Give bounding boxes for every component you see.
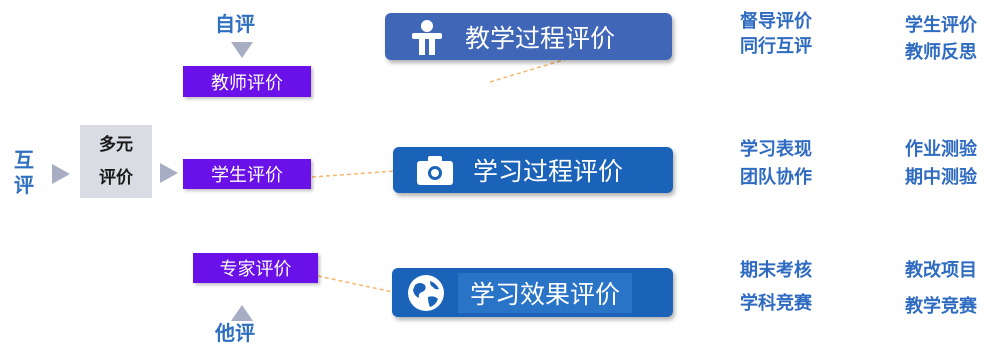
item-learning-performance: 学习表现 [740, 139, 812, 160]
item-peer-review: 同行互评 [740, 36, 812, 57]
item-subject-competition: 学科竞赛 [740, 293, 812, 314]
learning-process-box: 学习过程评价 [393, 147, 673, 193]
expert-eval-box: 专家评价 [193, 253, 318, 283]
camera-icon [413, 150, 457, 190]
item-team-collaboration: 团队协作 [740, 167, 812, 188]
item-teaching-competition: 教学竞赛 [905, 296, 977, 317]
teacher-icon [405, 17, 449, 57]
other-eval-label: 他评 [215, 321, 255, 345]
learning-process-title: 学习过程评价 [473, 157, 624, 186]
connector-expert [317, 275, 394, 293]
item-supervisor-eval: 督导评价 [740, 11, 812, 32]
arrow-up-icon [231, 305, 253, 321]
learning-result-box: 学习效果评价 [392, 268, 673, 317]
multi-eval-line1: 多元 [99, 135, 133, 156]
connector-student [311, 170, 396, 178]
arrow-right-icon-2 [160, 163, 178, 183]
item-student-eval: 学生评价 [905, 15, 977, 36]
arrow-right-icon [52, 164, 70, 184]
item-teacher-reflection: 教师反思 [905, 42, 977, 63]
globe-icon [404, 273, 448, 313]
teacher-eval-box: 教师评价 [183, 66, 311, 97]
item-midterm-test: 期中测验 [905, 167, 977, 188]
teacher-eval-label: 教师评价 [211, 72, 283, 94]
arrow-down-icon [231, 42, 253, 58]
item-homework-quiz: 作业测验 [905, 139, 977, 160]
multi-eval-line2: 评价 [99, 167, 133, 188]
item-reform-project: 教改项目 [905, 260, 977, 281]
expert-eval-label: 专家评价 [219, 259, 292, 280]
student-eval-label: 学生评价 [211, 165, 283, 186]
multi-eval-box: 多元 评价 [80, 125, 152, 198]
learning-result-title: 学习效果评价 [458, 272, 633, 313]
mutual-eval-label-1: 互 [14, 148, 34, 172]
teaching-process-box: 教学过程评价 [385, 13, 672, 60]
self-eval-label: 自评 [215, 12, 255, 36]
mutual-eval-label-2: 评 [14, 173, 34, 197]
item-final-exam: 期末考核 [740, 260, 812, 281]
teaching-process-title: 教学过程评价 [465, 23, 616, 53]
student-eval-box: 学生评价 [183, 159, 311, 189]
